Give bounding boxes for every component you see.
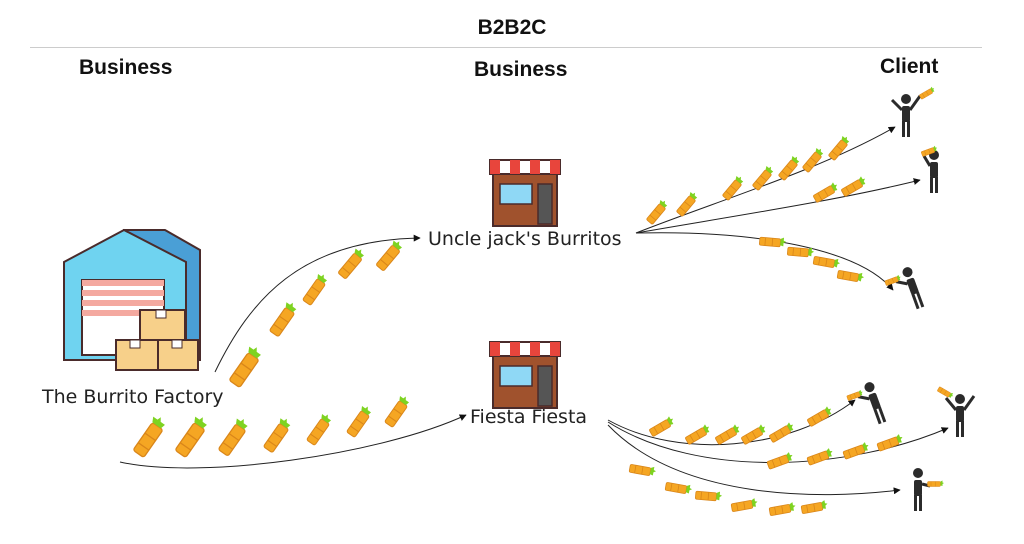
- burrito-icon: [344, 403, 375, 439]
- burrito-icon: [800, 499, 829, 515]
- burrito-icon: [776, 153, 802, 181]
- connector-factory-to-fiesta: [119, 414, 467, 469]
- person-icon: [884, 265, 926, 310]
- burrito-icon: [215, 414, 252, 457]
- burrito-icon: [768, 501, 797, 517]
- person-icon: [890, 85, 937, 137]
- burrito-icon: [373, 237, 406, 272]
- burrito-icon: [644, 197, 670, 225]
- burrito-icon: [875, 432, 905, 452]
- connector-fiesta-to-client-6: [607, 424, 901, 496]
- burrito-icon: [260, 415, 294, 454]
- burrito-icon: [266, 299, 300, 338]
- person-icon: [846, 380, 888, 425]
- warehouse-icon: [63, 228, 201, 371]
- column-heading-business-middle: Business: [474, 58, 568, 81]
- burrito-icon: [628, 462, 658, 478]
- burrito-icon: [805, 446, 835, 466]
- burrito-icon: [730, 497, 759, 513]
- burrito-icon: [786, 245, 815, 258]
- column-heading-client: Client: [880, 55, 939, 78]
- column-heading-business-left: Business: [79, 56, 173, 79]
- burrito-icon: [683, 422, 713, 446]
- storefront-icon: [489, 159, 561, 227]
- burrito-icon: [811, 180, 841, 204]
- burrito-icon: [750, 163, 776, 191]
- burrito-icon: [841, 440, 871, 460]
- burrito-icon: [382, 393, 413, 429]
- burrito-icon: [647, 414, 677, 438]
- burrito-icon: [765, 450, 795, 470]
- burrito-icon: [304, 411, 335, 447]
- person-icon: [920, 145, 939, 193]
- node-label-fiesta-fiesta: Fiesta Fiesta: [470, 406, 588, 428]
- burrito-icon: [130, 412, 169, 459]
- burrito-icon: [758, 235, 787, 248]
- burrito-icon: [674, 189, 700, 217]
- diagram-title: B2B2C: [477, 16, 547, 39]
- title-divider: [30, 47, 982, 48]
- connector-uncle-jacks-to-client-2: [635, 178, 921, 234]
- connector-uncle-jacks-to-client-1: [635, 126, 896, 234]
- person-icon: [913, 468, 945, 511]
- burrito-icon: [172, 412, 211, 459]
- burrito-icon: [839, 174, 869, 198]
- burrito-icon: [836, 268, 866, 284]
- storefront-icon: [489, 341, 561, 409]
- burrito-icon: [812, 254, 842, 270]
- burrito-icon: [226, 342, 265, 389]
- burrito-icon: [335, 245, 368, 280]
- burrito-icon: [826, 133, 852, 161]
- burrito-icon: [694, 489, 723, 502]
- burrito-icon: [300, 271, 331, 307]
- burrito-icon: [664, 480, 694, 496]
- burrito-icon: [800, 145, 826, 173]
- node-label-uncle-jacks: Uncle jack's Burritos: [428, 228, 622, 250]
- burrito-icon: [713, 422, 743, 446]
- connector-factory-to-uncle-jacks: [214, 234, 421, 373]
- connector-uncle-jacks-to-client-3: [635, 232, 894, 291]
- person-icon: [936, 385, 976, 437]
- node-label-factory: The Burrito Factory: [42, 386, 224, 408]
